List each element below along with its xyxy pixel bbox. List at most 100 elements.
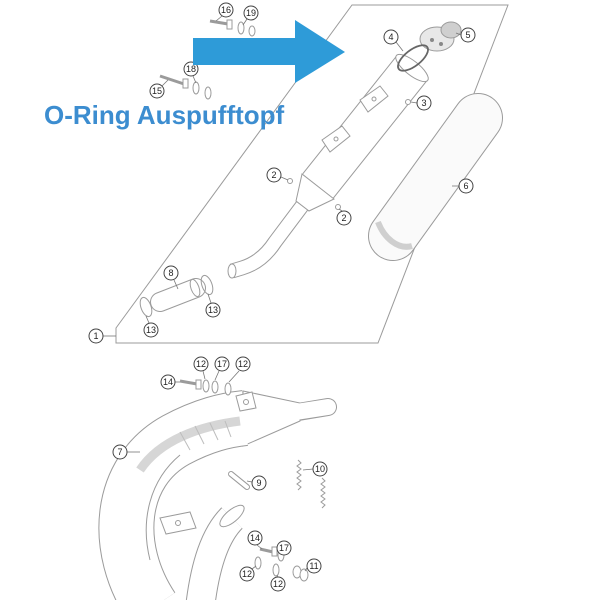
header-flange [219, 504, 245, 528]
o-ring-label: O-Ring Auspufftopf [44, 100, 285, 130]
o-ring-small [200, 274, 214, 296]
washer [254, 556, 262, 570]
end-cap [419, 21, 462, 52]
leader-line [304, 567, 308, 572]
callout-badge: 12 [270, 576, 286, 592]
callout-circle [266, 167, 282, 183]
inner-header-fill [186, 508, 243, 600]
washer [204, 86, 212, 100]
callout-circle [243, 5, 259, 21]
leader-line [302, 468, 314, 471]
callout-circle [193, 356, 209, 372]
callout-circle [458, 178, 474, 194]
mount-hole [243, 399, 249, 405]
callout-badge: 18 [183, 61, 199, 77]
leader-line [246, 480, 253, 483]
washer [248, 25, 256, 37]
callout-badge: 10 [312, 461, 328, 477]
callout-number: 3 [421, 98, 426, 108]
end-cap-hole [439, 42, 443, 46]
bracket-hole [371, 96, 377, 102]
callout-circle [336, 210, 352, 226]
bracket-hole [333, 136, 339, 142]
leader-line [338, 208, 343, 212]
callout-number: 12 [196, 359, 206, 369]
callout-number: 4 [388, 32, 393, 42]
callout-circle [276, 540, 292, 556]
callout-number: 8 [168, 268, 173, 278]
washer [272, 563, 280, 577]
callout-circle [205, 302, 221, 318]
callout-number: 17 [217, 359, 227, 369]
screw-shank [159, 74, 185, 86]
coupling-rim [189, 278, 201, 298]
callout-badge: 4 [383, 29, 399, 45]
header-pipe [98, 390, 337, 600]
pointer-arrow [193, 20, 345, 83]
tail-pipe-end [227, 263, 237, 279]
screw-small [335, 204, 341, 210]
callout-badge: 5 [460, 27, 476, 43]
washer [192, 81, 200, 95]
coupling-fill [151, 279, 205, 311]
callout-badge: 12 [235, 356, 251, 372]
screw-set-upper-mount [179, 379, 232, 396]
callout-badge: 15 [149, 83, 165, 99]
callout-badge: 3 [416, 95, 432, 111]
callout-badge: 9 [251, 475, 267, 491]
callout-number: 1 [93, 331, 98, 341]
callout-number: 12 [273, 579, 283, 589]
screw-shank [259, 547, 274, 554]
callout-number: 19 [246, 8, 256, 18]
callout-number: 9 [256, 478, 261, 488]
o-ring [397, 44, 429, 72]
callout-badge: 13 [143, 322, 159, 338]
callout-badge: 2 [336, 210, 352, 226]
screw-small [405, 99, 411, 105]
o-ring-small [139, 296, 153, 318]
screw-shank [209, 19, 229, 26]
chamber-seam [145, 454, 181, 561]
tail-fill [288, 399, 336, 420]
callout-badge: 19 [243, 5, 259, 21]
callout-badge: 17 [276, 540, 292, 556]
spring [320, 477, 326, 509]
callout-badge: 6 [458, 178, 474, 194]
callout-number: 13 [146, 325, 156, 335]
callout-badge: 1 [88, 328, 104, 344]
washer [237, 21, 245, 35]
callout-badge: 11 [306, 558, 322, 574]
leader-lines [103, 15, 462, 578]
leader-line [161, 79, 169, 87]
callout-number: 12 [238, 359, 248, 369]
end-cap-dome [440, 21, 462, 39]
bracket-hole [175, 520, 181, 526]
screw-head [195, 379, 202, 390]
chamber-hatch [179, 420, 232, 451]
callout-number: 17 [279, 543, 289, 553]
leader-line [280, 176, 289, 181]
chamber-fill [99, 391, 249, 600]
callout-number: 11 [309, 561, 318, 571]
muffler-shell-shade [375, 220, 413, 250]
leader-line [173, 279, 179, 290]
callout-number: 14 [250, 533, 260, 543]
screw-small [287, 178, 293, 184]
leader-line [251, 565, 257, 570]
callout-circle [143, 322, 159, 338]
screw-shank [179, 379, 198, 386]
leader-line [455, 32, 462, 36]
leader-line [228, 370, 240, 383]
callout-number: 14 [163, 377, 173, 387]
callout-circle [306, 558, 322, 574]
spring [296, 459, 302, 491]
muffler-outer-shell [368, 93, 503, 261]
callout-circle [214, 356, 230, 372]
callout-circle [149, 83, 165, 99]
leader-line [256, 544, 263, 550]
washer [202, 379, 210, 393]
callout-circle [383, 29, 399, 45]
leader-line [214, 370, 220, 381]
